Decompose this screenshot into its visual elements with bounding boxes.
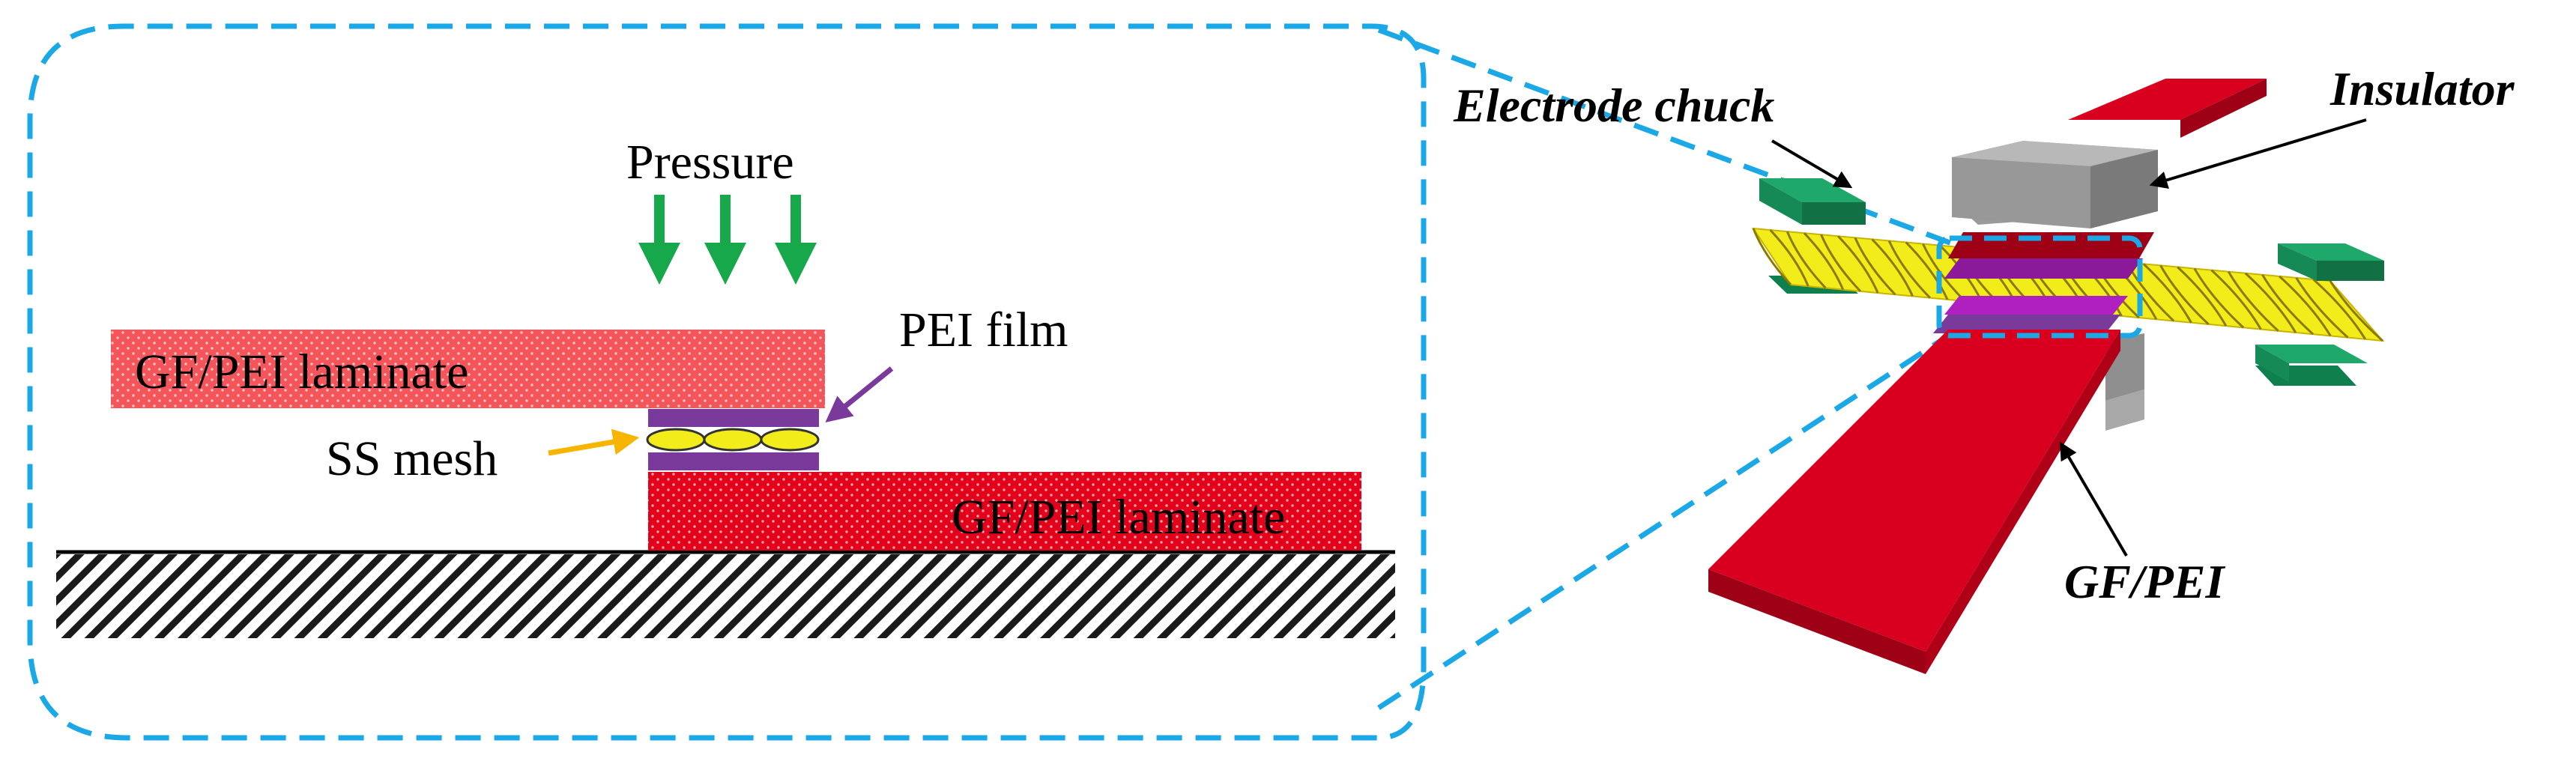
electrode-chuck-label: Electrode chuck [1453, 79, 1774, 132]
gf-pei-strip-back [2068, 79, 2267, 138]
electrode-chuck-pointer [1771, 139, 1853, 189]
mesh-wire [2244, 272, 2297, 333]
mesh-wire [2142, 263, 2192, 324]
electrode-chuck-right [2255, 243, 2384, 382]
lower-laminate [648, 472, 1361, 551]
mesh-wire [1871, 238, 1914, 297]
mesh-wire [1752, 228, 1792, 286]
ss-mesh-arrow [548, 428, 640, 456]
mesh-wire [2261, 273, 2315, 336]
detail-dashed-outline [27, 23, 1427, 741]
upper-laminate-label: GF/PEI laminate [135, 345, 468, 399]
gf-pei-strip-front [1708, 330, 2120, 674]
mesh-wire [1905, 241, 1949, 300]
mesh-wire [2312, 278, 2367, 340]
pei-film-label: PEI film [899, 303, 1068, 357]
gf-pei-pointer [2059, 441, 2128, 557]
pei-film-upper [648, 409, 819, 427]
pressure-arrows [638, 195, 817, 285]
mesh-wire [1887, 240, 1931, 299]
mesh-wire [1854, 237, 1896, 296]
insulator-pointer [2149, 118, 2367, 190]
ss-mesh-wires [646, 428, 820, 452]
pei-film-lower [648, 452, 819, 470]
detail-panel: GF/PEI laminate GF/PEI laminate Pressure… [27, 23, 1427, 741]
mesh-wire [2279, 275, 2332, 337]
upper-laminate [111, 330, 825, 408]
mesh-wire [2329, 280, 2383, 342]
mesh-wire [2227, 270, 2279, 332]
mesh-wire [1786, 231, 1827, 289]
lower-laminate-label: GF/PEI laminate [952, 490, 1285, 545]
mesh-wire [2177, 266, 2228, 327]
setup-3d: Electrode chuck Insulator GF/PEI [1453, 62, 2515, 674]
mesh-wire [2295, 277, 2349, 339]
mesh-wire [2159, 264, 2210, 326]
zoom-connector-top [1377, 27, 1953, 246]
hatched-base-plate [56, 554, 1395, 638]
mesh-wire [1820, 234, 1862, 292]
detail-region-marker [1936, 235, 2143, 339]
electrode-chuck-left [1759, 178, 1866, 225]
mesh-wire [1769, 229, 1809, 287]
pressure-label: Pressure [626, 135, 794, 190]
gf-pei-label: GF/PEI [2064, 555, 2225, 608]
insulator-label: Insulator [2329, 62, 2515, 115]
mesh-wire [2210, 269, 2262, 330]
zoom-connector-bottom [1377, 331, 1953, 710]
mesh-wire [2193, 267, 2245, 329]
mesh-wire [1837, 235, 1879, 294]
pei-film-arrow [825, 366, 894, 423]
ss-mesh-label: SS mesh [326, 431, 498, 486]
mesh-wire [1803, 232, 1845, 291]
insulator-top [1952, 141, 2158, 228]
